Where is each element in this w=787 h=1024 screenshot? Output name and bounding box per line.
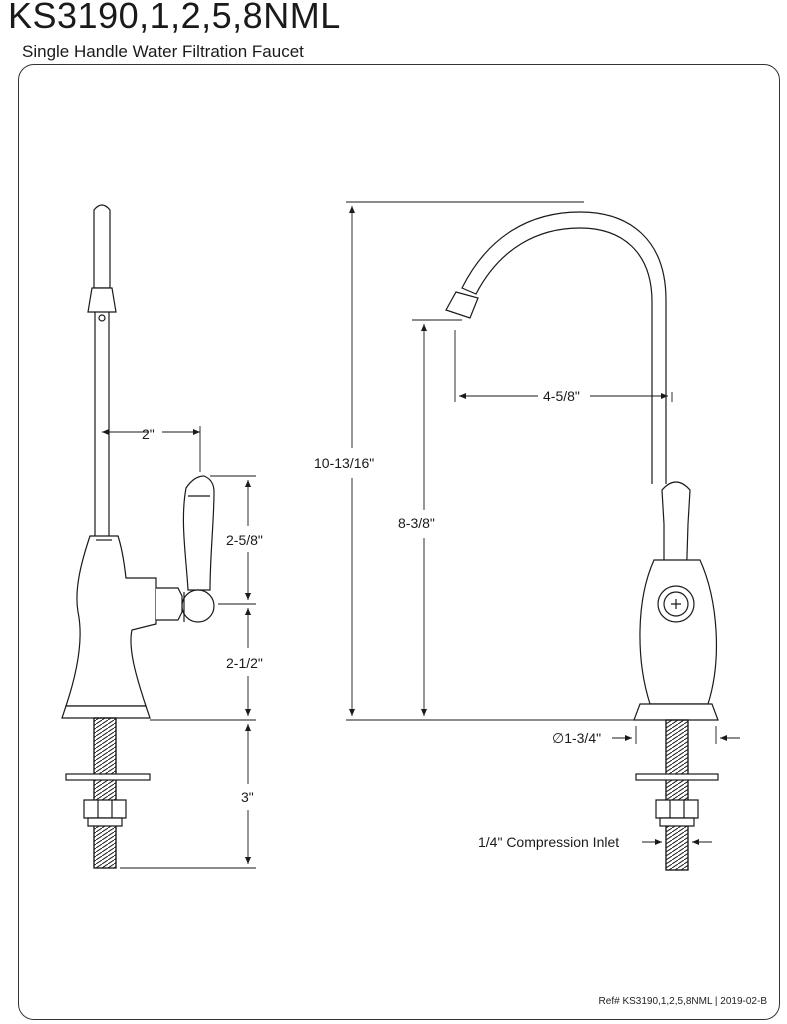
- front-body: [639, 559, 717, 705]
- front-spout: [461, 211, 667, 484]
- dim-body-height: 2-1/2": [226, 655, 263, 671]
- drawing-frame: [18, 64, 780, 1020]
- dim-handle-offset: 2": [142, 426, 155, 442]
- side-handle: [181, 475, 215, 623]
- side-dimensions: [102, 426, 256, 869]
- front-dimensions: [346, 201, 740, 845]
- dim-base-diameter: ∅1-3/4": [552, 730, 601, 746]
- side-spout: [87, 204, 117, 536]
- reference-footer: Ref# KS3190,1,2,5,8NML | 2019-02-B: [598, 996, 767, 1007]
- dim-spout-height: 8-3/8": [398, 515, 435, 531]
- dim-overall-height: 10-13/16": [314, 455, 374, 471]
- side-body: [65, 535, 157, 707]
- front-view: [445, 211, 719, 871]
- dim-handle-height: 2-5/8": [226, 532, 263, 548]
- drawing-subtitle: Single Handle Water Filtration Faucet: [22, 42, 304, 61]
- dim-inlet-label: 1/4" Compression Inlet: [478, 834, 619, 850]
- side-view: [61, 204, 215, 869]
- dim-spout-reach: 4-5/8": [543, 388, 580, 404]
- dim-shank-length: 3": [241, 789, 254, 805]
- drawing-title: KS3190,1,2,5,8NML: [8, 0, 341, 36]
